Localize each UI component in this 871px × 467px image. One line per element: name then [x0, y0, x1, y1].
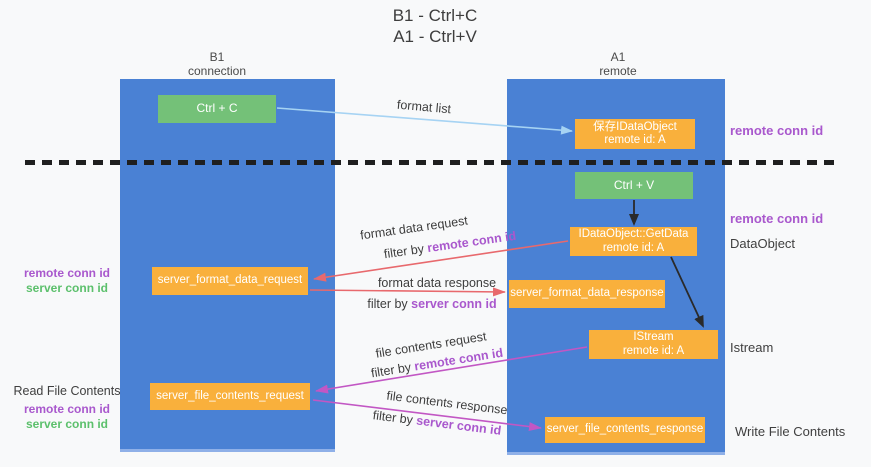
node-istream-line2: remote id: A — [622, 344, 685, 357]
node-save-idataobject-line2: remote id: A — [604, 134, 666, 146]
node-save-idataobject: 保存IDataObject remote id: A — [575, 119, 695, 149]
node-save-idataobject-line1: 保存IDataObject — [593, 120, 677, 133]
diagram-title: B1 - Ctrl+C A1 - Ctrl+V — [325, 5, 545, 47]
node-server-format-data-request-label: server_format_data_request — [157, 274, 303, 287]
lane-a1-title: A1 — [610, 50, 626, 64]
node-istream: IStream remote id: A — [589, 330, 718, 359]
label-left-server-conn-id-bottom: server conn id — [25, 417, 109, 431]
node-server-file-contents-response-label: server_file_contents_response — [546, 423, 704, 436]
node-ctrl-v: Ctrl + V — [575, 172, 693, 199]
node-ctrl-v-label: Ctrl + V — [613, 177, 655, 192]
title-line-1: B1 - Ctrl+C — [392, 6, 478, 25]
left-conn-id-stack-top: remote conn id server conn id — [12, 266, 122, 296]
arrow-file-contents-response — [312, 399, 542, 432]
flow-label-format-data-response-filter: filter by server conn id — [367, 297, 496, 311]
label-remote-conn-id-mid: remote conn id — [730, 211, 824, 226]
lane-header-a1: A1 remote — [548, 50, 688, 78]
left-conn-id-stack-bottom: Read File Contents remote conn id server… — [12, 384, 122, 432]
label-left-server-conn-id-top: server conn id — [25, 281, 109, 295]
lane-a1-subtitle: remote — [599, 64, 637, 78]
node-server-format-data-response-label: server_format_data_response — [510, 287, 664, 300]
arrow-format-data-request — [313, 240, 569, 282]
arrow-file-contents-request — [315, 346, 588, 394]
label-istream: Istream — [730, 340, 774, 355]
filter-prefix: filter by — [367, 297, 408, 311]
flow-label-format-data-response: format data response — [377, 276, 497, 290]
lane-b1-title: B1 — [209, 50, 225, 64]
arrow-format-list — [276, 107, 573, 135]
label-left-remote-conn-id-top: remote conn id — [23, 266, 110, 280]
filter-key-server-conn-id: server conn id — [411, 297, 497, 311]
label-left-remote-conn-id-bottom: remote conn id — [23, 402, 110, 416]
label-read-file-contents: Read File Contents — [13, 384, 121, 398]
node-server-format-data-response: server_format_data_response — [509, 280, 665, 308]
label-remote-conn-id-top: remote conn id — [730, 123, 824, 138]
label-dataobject: DataObject — [730, 236, 796, 251]
node-istream-line1: IStream — [633, 331, 674, 343]
arrow-format-data-response — [309, 287, 506, 297]
node-idataobject-getdata: IDataObject::GetData remote id: A — [570, 227, 697, 256]
node-server-file-contents-response: server_file_contents_response — [545, 417, 705, 443]
node-server-file-contents-request: server_file_contents_request — [150, 383, 310, 410]
lane-header-b1: B1 connection — [147, 50, 287, 78]
arrow-getdata-to-istream — [670, 256, 704, 328]
node-server-format-data-request: server_format_data_request — [152, 267, 308, 295]
node-ctrl-c-label: Ctrl + C — [196, 101, 238, 116]
label-write-file-contents: Write File Contents — [735, 424, 846, 439]
node-ctrl-c: Ctrl + C — [158, 95, 276, 123]
node-server-file-contents-request-label: server_file_contents_request — [156, 389, 304, 402]
lane-b1-subtitle: connection — [187, 64, 247, 78]
node-getdata-line1: IDataObject::GetData — [578, 228, 689, 240]
title-line-2: A1 - Ctrl+V — [393, 27, 477, 46]
session-divider-dashed-line — [25, 160, 837, 165]
node-getdata-line2: remote id: A — [602, 241, 665, 254]
